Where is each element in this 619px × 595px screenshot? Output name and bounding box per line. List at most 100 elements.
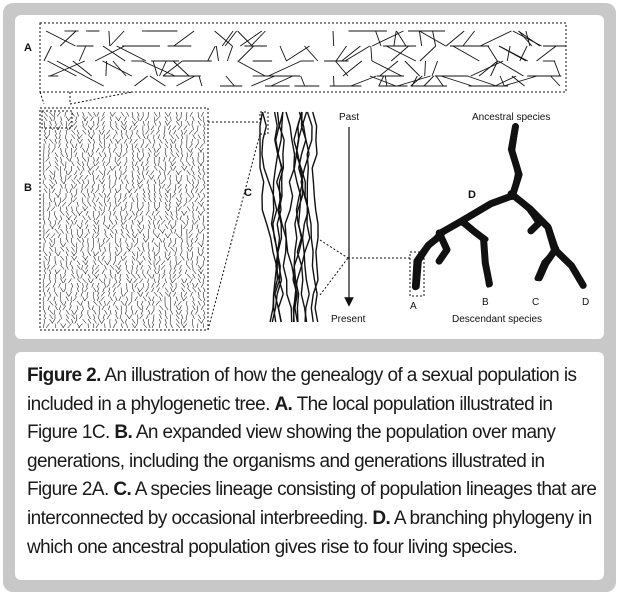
dense-link	[84, 255, 89, 261]
dense-link	[146, 179, 149, 185]
dense-link	[76, 233, 80, 239]
dense-link	[140, 309, 144, 315]
dense-link	[181, 237, 184, 243]
dense-link	[98, 224, 100, 230]
dense-link	[91, 170, 94, 176]
dense-link	[181, 255, 185, 261]
dense-link	[54, 125, 59, 131]
dense-link	[197, 111, 199, 117]
dense-link	[84, 174, 89, 180]
dense-link	[76, 179, 81, 185]
dense-link	[58, 138, 61, 144]
dense-link	[95, 323, 100, 329]
dense-link	[155, 251, 160, 257]
dense-link	[82, 116, 87, 122]
dense-link	[183, 318, 188, 324]
dense-link	[76, 305, 79, 311]
dense-link	[189, 152, 193, 158]
dense-link	[71, 143, 74, 149]
dense-link	[175, 179, 180, 185]
lineage-strand	[281, 111, 284, 127]
lineage-strand	[293, 153, 296, 169]
panel-label-d: D	[468, 189, 476, 201]
dense-link	[114, 192, 116, 198]
dense-link	[64, 183, 67, 189]
dense-link	[82, 318, 87, 324]
dense-link	[108, 246, 111, 252]
dense-link	[192, 314, 195, 320]
dense-link	[76, 282, 80, 288]
dense-link	[65, 120, 68, 126]
dense-link	[65, 255, 68, 261]
dense-link	[192, 287, 197, 293]
dense-link	[114, 156, 116, 162]
lineage-strand	[276, 111, 280, 127]
genealogy-link	[445, 30, 465, 47]
lineage-strand	[278, 195, 283, 211]
dense-link	[152, 219, 155, 225]
dense-link	[160, 219, 166, 225]
genealogy-link	[440, 75, 473, 87]
lineage-strand	[313, 195, 317, 211]
dense-link	[153, 197, 156, 203]
dense-link	[105, 237, 111, 243]
dense-link	[137, 116, 140, 122]
dense-link	[54, 323, 57, 329]
dense-link	[76, 273, 80, 279]
dense-link	[148, 152, 151, 158]
dense-link	[197, 161, 202, 167]
dense-link	[137, 314, 139, 320]
panel-label-a: A	[24, 42, 32, 54]
dense-link	[167, 255, 171, 261]
dense-link	[124, 215, 127, 221]
dense-link	[115, 201, 117, 207]
dense-link	[192, 323, 194, 329]
dense-link	[93, 228, 97, 234]
dense-link	[139, 314, 144, 320]
panel-label-c: C	[244, 187, 252, 199]
dense-link	[112, 111, 116, 117]
dense-link	[134, 282, 138, 288]
lineage-strand	[304, 237, 311, 253]
dense-link	[45, 323, 50, 329]
dense-link	[163, 242, 166, 248]
dense-link	[98, 305, 101, 311]
dense-link	[102, 183, 105, 189]
dense-link	[136, 129, 138, 135]
genealogy-link	[47, 60, 77, 77]
dense-link	[61, 197, 67, 203]
dense-link	[65, 156, 71, 162]
genealogy-link	[335, 45, 347, 62]
genealogy-link	[390, 45, 409, 62]
dense-link	[56, 269, 61, 275]
dense-link	[45, 156, 50, 162]
dense-link	[137, 273, 141, 279]
dense-link	[192, 125, 194, 131]
lineage-strand	[276, 279, 283, 295]
dense-link	[68, 278, 72, 284]
lineage-strand	[297, 209, 301, 225]
dense-link	[159, 237, 163, 243]
dense-link	[170, 161, 173, 167]
dense-link	[65, 228, 69, 234]
dense-link	[93, 296, 95, 302]
dense-link	[60, 314, 62, 320]
dense-link	[86, 161, 89, 167]
dense-link	[153, 147, 156, 153]
dense-link	[195, 309, 199, 315]
dense-link	[138, 179, 144, 185]
illustration-panel	[15, 15, 604, 339]
dense-link	[185, 143, 188, 149]
dense-link	[120, 291, 124, 297]
dense-link	[115, 251, 117, 257]
dense-link	[112, 147, 116, 153]
dense-link	[157, 224, 160, 230]
dense-link	[49, 300, 54, 306]
dense-link	[87, 156, 89, 162]
lineage-strand	[294, 279, 298, 295]
dense-link	[136, 192, 138, 198]
dense-link	[54, 260, 57, 266]
dense-link	[155, 300, 160, 306]
dense-link	[192, 305, 196, 311]
dense-link	[171, 192, 177, 198]
